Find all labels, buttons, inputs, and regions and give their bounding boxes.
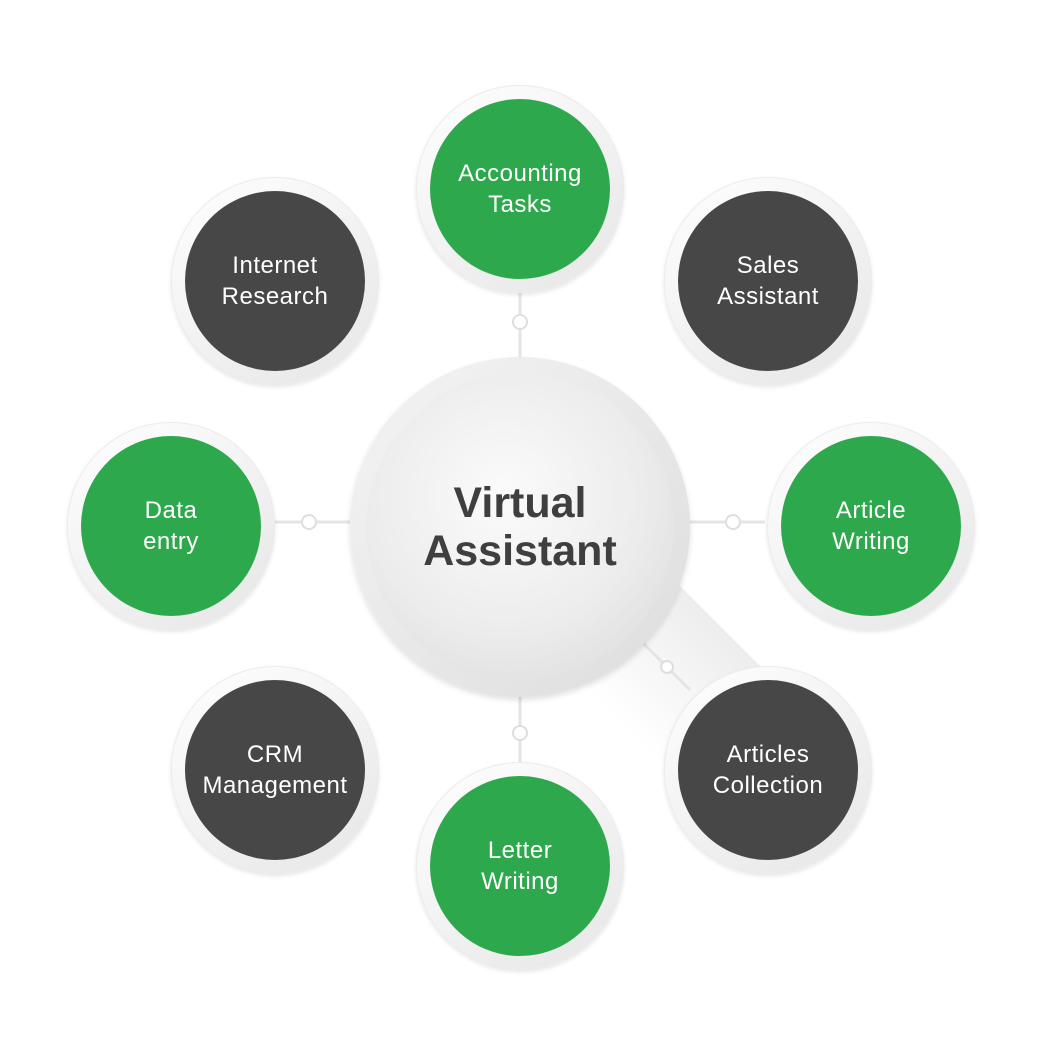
connector-dot-accounting-tasks — [512, 314, 528, 330]
connector-dot-article-writing — [725, 514, 741, 530]
connector-dot-data-entry — [301, 514, 317, 530]
node-article-writing: Article Writing — [781, 436, 961, 616]
connector-dot-letter-writing — [512, 725, 528, 741]
node-data-entry: Data entry — [81, 436, 261, 616]
node-sales-assistant: Sales Assistant — [678, 191, 858, 371]
node-internet-research: Internet Research — [185, 191, 365, 371]
connector-dot-articles-collection — [660, 660, 674, 674]
node-crm-management: CRM Management — [185, 680, 365, 860]
node-articles-collection: Articles Collection — [678, 680, 858, 860]
node-letter-writing: Letter Writing — [430, 776, 610, 956]
center-virtual-assistant: Virtual Assistant — [366, 373, 674, 681]
node-accounting-tasks: Accounting Tasks — [430, 99, 610, 279]
